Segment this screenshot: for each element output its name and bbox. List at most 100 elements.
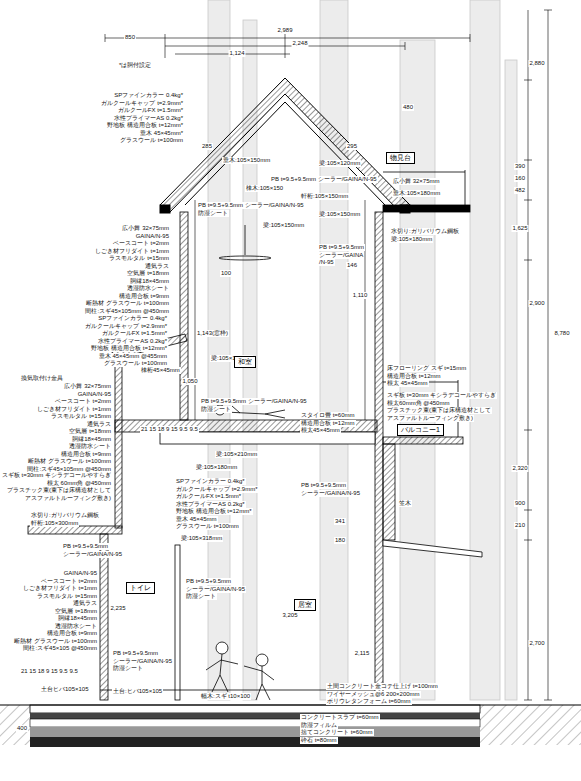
annotation-label: しごき材フリダイト t=1mm xyxy=(22,585,98,592)
fan-and-figures xyxy=(206,225,285,700)
annotation-label: 850 xyxy=(124,34,136,41)
annotation-label: 構造用合板 t=9mm xyxy=(46,630,98,637)
annotation-label: 根太45×45mm xyxy=(300,427,341,434)
annotation-label: 広小舞 32×75mm xyxy=(63,383,112,390)
annotation-label: 水切り:ガリバリウム鋼板 xyxy=(30,512,100,519)
annotation-label: スタイロ畳 t=60mm xyxy=(300,412,356,419)
annotation-label: 根太60mm角 @450mm xyxy=(386,400,450,407)
annotation-label: ガルクールFX t=1.5mm* xyxy=(117,107,184,114)
annotation-label: 2,248 xyxy=(291,40,308,47)
annotation-label: ガルクールキャップ t=2.9mm* xyxy=(175,486,259,493)
annotation-label: 水性プライマーAS 0.2kg* xyxy=(97,338,168,345)
annotation-label: 480 xyxy=(402,104,414,111)
annotation-label: グラスウール t=100mm xyxy=(175,523,240,530)
annotation-label: 垂木:105×150mm xyxy=(222,157,271,164)
annotation-label: 2,700 xyxy=(528,640,545,647)
annotation-label: 根太 60mm角 @450mm xyxy=(46,480,112,487)
annotation-label: 160 xyxy=(514,175,526,182)
annotation-label: 295 xyxy=(346,143,358,150)
annotation-label: 通気ラス xyxy=(86,421,112,428)
annotation-label: 胴縁18×45mm xyxy=(129,278,170,285)
annotation-label: 梁:105×210mm xyxy=(215,451,258,458)
annotation-label: ラスモルタル t=15mm xyxy=(50,413,112,420)
dimension-lines xyxy=(105,10,552,700)
annotation-label: 梁:105×120mm xyxy=(318,160,361,167)
annotation-label: ガルクールキャップ t=2.9mm* xyxy=(84,323,168,330)
annotation-label: 水性プライマーAS 0.2kg* xyxy=(113,115,184,122)
annotation-label: 180 xyxy=(334,537,346,544)
annotation-label: 胴縁18×45mm xyxy=(71,436,112,443)
annotation-label: ガルクールFX t=1.5mm* xyxy=(175,493,242,500)
annotation-label: 野地板 構造用合板 t=12mm* xyxy=(90,345,168,352)
annotation-label: 構造用合板 t=12mm xyxy=(386,373,442,380)
annotation-label: PB t=9.5+9.5mm シーラー/GAINA/N-95 xyxy=(197,202,305,209)
annotation-label: 400 xyxy=(16,725,28,732)
annotation-label: 1,124 xyxy=(228,50,245,57)
annotation-label: 棟桁45×45mm xyxy=(140,367,181,374)
annotation-label: プラスチック束(束下は床構造材として xyxy=(6,487,112,494)
annotation-label: PB t=9.5+9.5mm xyxy=(112,650,159,657)
annotation-label: PB t=9.5+9.5mm xyxy=(185,578,232,585)
annotation-label: 空気層 t=18mm xyxy=(54,608,98,615)
annotation-label: 482 xyxy=(514,187,526,194)
room-label: 居室 xyxy=(294,599,316,611)
annotation-label: 広小舞 32×75mm xyxy=(121,225,170,232)
annotation-label: 床フローリング スギ t=15mm xyxy=(386,365,467,372)
annotation-label: 2,235 xyxy=(109,605,126,612)
annotation-label: シーラー/GAINA/N-95 xyxy=(185,586,246,593)
annotation-label: PB t=9.5+9.5mm xyxy=(62,543,109,550)
annotation-label: PB t=9.5+9.5mm xyxy=(300,482,347,489)
annotation-label: ガルクールキャップ t=2.9mm* xyxy=(100,100,184,107)
annotation-label: 軒桁:105×300mm xyxy=(30,520,79,527)
annotation-label: 軒桁:105×150mm xyxy=(300,193,349,200)
annotation-label: ラスモルタル t=15mm xyxy=(36,593,98,600)
annotation-label: 梁:105×180mm xyxy=(195,464,238,471)
annotation-label: 146 xyxy=(346,262,358,269)
annotation-label: 胴縁18×45mm xyxy=(57,615,98,622)
annotation-label: シーラー/GAINA/N-95 xyxy=(300,490,361,497)
annotation-label: 梁:105×318mm xyxy=(180,535,223,542)
annotation-label: 2,900 xyxy=(528,300,545,307)
annotation-label: ラスモルタル t=15mm xyxy=(108,255,170,262)
annotation-label: 2,989 xyxy=(276,27,293,34)
room-name: 和室 xyxy=(238,358,252,365)
walls xyxy=(28,170,482,700)
annotation-label: 野地板 構造用合板 t=12mm* xyxy=(175,508,253,515)
annotation-label: 根太 45×45mm xyxy=(386,380,429,387)
annotation-label: 1,050 xyxy=(181,378,198,385)
annotation-label: 断熱材 グラスウール t=100mm xyxy=(13,638,98,645)
annotation-label: 梁:105×180mm xyxy=(390,236,433,243)
annotation-label: 垂木 45×45mm xyxy=(175,516,218,523)
annotation-label: 100 xyxy=(220,270,232,277)
annotation-label: 900 xyxy=(514,500,526,507)
annotation-label: しごき材フリダイト t=1mm xyxy=(36,406,112,413)
annotation-label: 1,143(窓枠) xyxy=(196,330,229,337)
annotation-label: プラスチック束(束下は床構造材として xyxy=(386,407,492,414)
annotation-label: PB t=9.5+9.5mm xyxy=(318,244,365,251)
annotation-label: 土台ヒバ105×105 xyxy=(40,686,90,693)
annotation-label: 棟木:105×150 xyxy=(245,185,284,192)
annotation-label: 笠木 xyxy=(398,500,412,507)
annotation-label: ベースコート t=2mm xyxy=(40,578,98,585)
annotation-label: 換気取付け金具 xyxy=(20,375,64,382)
annotation-label: 1,110 xyxy=(352,292,369,299)
background-trees xyxy=(208,0,517,700)
annotation-label: 垂木 45×45mm @455mm xyxy=(98,353,168,360)
annotation-label: しごき材フリダイト t=1mm xyxy=(94,248,170,255)
room-label: 物見台 xyxy=(386,152,415,164)
annotation-label: シーラー/GAINA/N-95 xyxy=(62,551,123,558)
annotation-label: スギ板 t=30mm キシラデコールやすらぎ xyxy=(386,392,497,399)
annotation-label: GAINA/N-95 xyxy=(77,391,112,398)
annotation-label: 空気層 t=18mm xyxy=(126,270,170,277)
room-name: バルコニー1 xyxy=(401,426,440,433)
annotation-label: 梁:105×150mm xyxy=(262,222,305,229)
annotation-label: アスファルトルーフィング敷き) xyxy=(386,415,474,422)
annotation-label: 垂木:105×180mm xyxy=(392,190,441,197)
annotation-label: 幅木:スギ t10×100 xyxy=(200,693,251,700)
annotation-label: 通気ラス xyxy=(72,600,98,607)
annotation-label: 捨てコンクリート t=60mm xyxy=(300,729,374,736)
room-name: 物見台 xyxy=(390,154,411,161)
annotation-label: 垂木 45×45mm* xyxy=(139,130,184,137)
annotation-label: ガルクールFX t=1.5mm* xyxy=(101,330,168,337)
